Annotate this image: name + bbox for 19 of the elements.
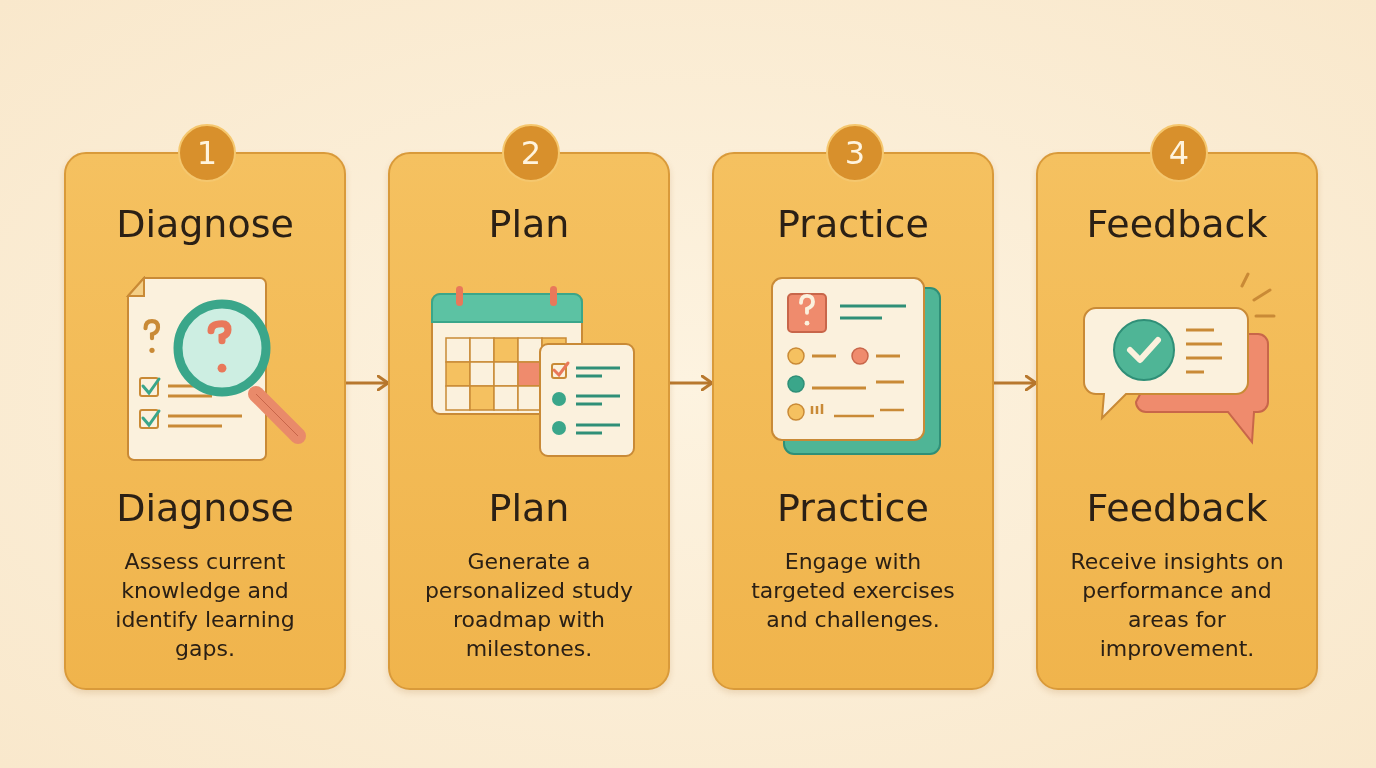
step-number-badge: 1 <box>178 124 236 182</box>
arrow <box>992 374 1038 392</box>
step-heading: Plan <box>487 486 571 530</box>
step-title: Diagnose <box>115 202 295 246</box>
step-title: Plan <box>487 202 571 246</box>
step-heading: Practice <box>776 486 930 530</box>
step-number-badge: 3 <box>826 124 884 182</box>
step-number-badge: 2 <box>502 124 560 182</box>
step-description: Engage with targeted exercises and challenges. <box>750 548 956 634</box>
step-description: Generate a personalized study roadmap with milestones. <box>423 548 635 663</box>
step-heading: Diagnose <box>115 486 295 530</box>
step-number-badge: 4 <box>1150 124 1208 182</box>
step-description: Receive insights on performance and areas for improvement. <box>1069 548 1285 663</box>
arrow <box>344 374 390 392</box>
step-title: Feedback <box>1085 202 1269 246</box>
step-title: Practice <box>776 202 930 246</box>
arrow <box>668 374 714 392</box>
step-description: Assess current knowledge and identify learning gaps. <box>114 548 296 663</box>
step-heading: Feedback <box>1085 486 1269 530</box>
